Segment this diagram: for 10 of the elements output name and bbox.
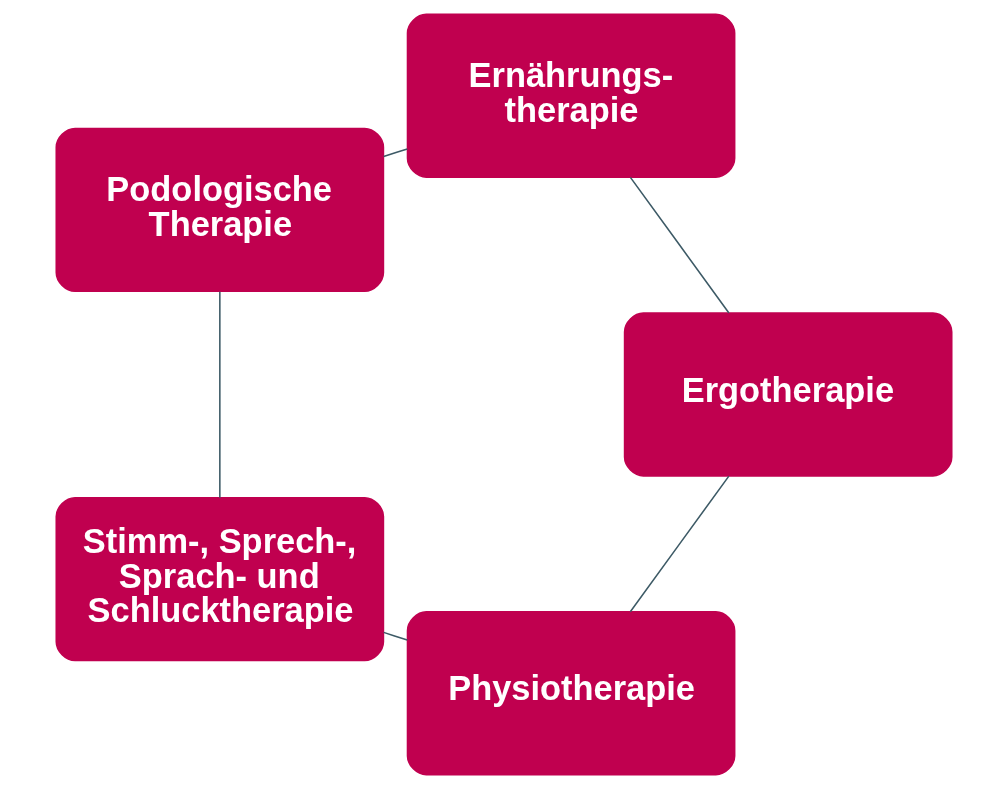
node-box: Ergotherapie <box>623 312 953 477</box>
connector <box>382 148 408 158</box>
node-box: Podologische Therapie <box>54 127 384 292</box>
node-box: Physiotherapie <box>406 611 735 776</box>
connector <box>382 631 408 641</box>
connector <box>218 291 221 499</box>
node-box: Ernährungs- therapie <box>406 13 735 178</box>
connector <box>629 475 730 613</box>
connector <box>629 176 730 314</box>
node-box: Stimm-, Sprech-, Sprach- und Schlucktherapie <box>54 496 384 662</box>
